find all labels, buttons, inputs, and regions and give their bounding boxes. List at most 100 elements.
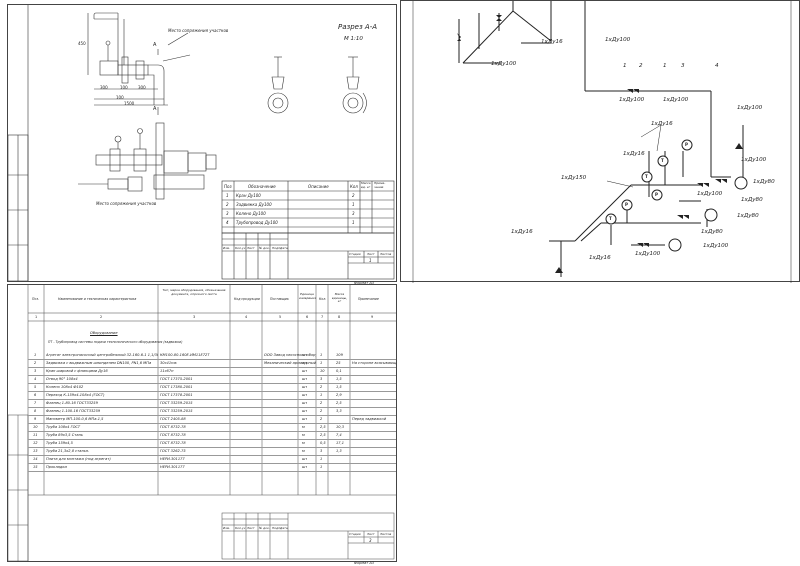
cell-qty: 3 <box>320 377 323 381</box>
table-row: 4 Отвод 90° 108х4 ГОСТ 17375-2001 шт 3 1… <box>28 375 396 384</box>
table-row: 10 Труба 108х4 ГОСТ ГОСТ 8732-78 м 2,5 1… <box>28 423 396 432</box>
spec-qty: 1 <box>352 220 355 225</box>
spec-col-header: Поз <box>224 184 232 189</box>
cell-pos: 15 <box>33 465 38 469</box>
table-row: 7 Фланец 1-80-16 ГОСТ33259 ГОСТ 33259-20… <box>28 399 396 408</box>
pipe-label: 1хДу100 <box>605 37 631 43</box>
cell-mass: 1,5 <box>336 385 342 389</box>
cell-pos: 8 <box>34 409 37 413</box>
cell-pos: 9 <box>34 417 37 421</box>
spec-pos: 4 <box>226 220 229 225</box>
cell-name: Труба 108х4 ГОСТ <box>46 425 81 429</box>
spec-pos: 2 <box>226 202 229 207</box>
cell-name: Труба 159х4,5 <box>46 441 73 445</box>
pipe-label: 1хДу80 <box>737 213 759 219</box>
cell-pos: 11 <box>33 433 38 437</box>
spec-header: Поз. <box>32 297 40 301</box>
spec-qty: 3 <box>352 211 355 216</box>
cell-qty: 1 <box>320 393 323 397</box>
spec-header: Единица измерения <box>299 292 317 300</box>
stamp-label: Подп. <box>272 526 282 530</box>
cell-unit: м <box>302 433 305 437</box>
spec-col-header: Описание <box>308 184 329 189</box>
spec-section-header: Оборудование <box>90 331 118 335</box>
cell-qty: 2 <box>320 417 323 421</box>
gauge-symbol: T <box>645 174 648 179</box>
cell-mass: 1,3 <box>336 449 342 453</box>
col-number: 1 <box>35 315 38 319</box>
stamp-label: Листов <box>380 532 392 536</box>
pipe-label: 1хДу100 <box>635 251 661 257</box>
cut-mark-bottom: А <box>153 106 157 112</box>
table-row: 9 Манометр МП-100-0,6 МПа-1,5 ГОСТ 2405-… <box>28 415 396 424</box>
cell-pos: 12 <box>33 441 38 445</box>
cell-unit: м <box>302 425 305 429</box>
table-row: 2 Задвижка с выдвижным шпинделем DN100, … <box>28 359 396 368</box>
cell-pos: 3 <box>34 369 37 373</box>
col-number: 3 <box>193 315 196 319</box>
cell-mark: ГОСТ 33259-2015 <box>160 409 193 413</box>
dimension-label: 100 <box>120 85 128 90</box>
col-number: 6 <box>306 315 309 319</box>
spec-qty: 1 <box>352 202 355 207</box>
dimension-label: 1500 <box>124 101 135 106</box>
spec-header: Код продукции <box>234 297 260 301</box>
table-row: 11 Труба 89х3,5 Сталь ГОСТ 8732-78 м 2,5… <box>28 431 396 440</box>
cell-mass: 2,9 <box>336 393 342 397</box>
cell-supplier: ООО Завод насосного оборудования <box>264 353 316 357</box>
cell-unit: шт <box>302 353 308 357</box>
cell-mark: 11с67п <box>160 369 174 373</box>
cell-mass: 17,1 <box>336 441 345 445</box>
cell-qty: 3 <box>320 449 323 453</box>
stamp-label: Лист <box>367 252 375 256</box>
spec-pos: 3 <box>226 211 229 216</box>
spec-name: Задвижка Ду100 <box>236 202 272 207</box>
cell-qty: 2,5 <box>320 425 326 429</box>
cell-mark: ГОСТ 8732-78 <box>160 425 186 429</box>
spec-grid <box>8 285 396 561</box>
cut-mark-top: А <box>153 42 157 48</box>
cell-mass: 7,4 <box>336 433 342 437</box>
col-number: 2 <box>100 315 103 319</box>
pipe-label: 1хДу80 <box>701 229 723 235</box>
gauge-symbol: P <box>655 192 658 197</box>
spec-qty: 2 <box>352 193 355 198</box>
gauge-symbol: P <box>625 202 628 207</box>
spec-header: Поставщик <box>270 297 289 301</box>
position-marker: 3 <box>681 63 685 69</box>
col-number: 5 <box>279 315 282 319</box>
cell-mark: ГОСТ 33259-2015 <box>160 401 193 405</box>
cell-qty: 2,5 <box>320 433 326 437</box>
cell-pos: 6 <box>34 393 37 397</box>
cell-unit: шт <box>302 401 308 405</box>
cell-pos: 1 <box>34 353 37 357</box>
table-row: 14 Плита для монтажа (под агрегат) НЕРИ.… <box>28 455 396 464</box>
pipe-label: 1хДу100 <box>737 105 763 111</box>
cell-mark: ГОСТ 17378-2001 <box>160 393 193 397</box>
table-row: 5 Колено 108х4 Ф102 ГОСТ 17380-2001 шт 2… <box>28 383 396 392</box>
pipe-label: 1хДу150 <box>561 175 587 181</box>
cell-unit: шт <box>302 465 308 469</box>
table-row: 1 Агрегат электронасосный центробежный 3… <box>28 351 396 360</box>
cell-pos: 7 <box>34 401 37 405</box>
pipe-label: 1хДу100 <box>491 61 517 67</box>
col-number: 9 <box>371 315 374 319</box>
cell-name: Фланец 1-80-16 ГОСТ33259 <box>46 401 98 405</box>
pipe-label: 1хДу16 <box>589 255 611 261</box>
table-row: 15 Прокладки НЕРИ.301177 шт 1 <box>28 463 396 472</box>
pipe-label: 1хДу16 <box>541 39 563 45</box>
cell-unit: шт <box>302 377 308 381</box>
cell-pos: 14 <box>33 457 38 461</box>
cell-unit: шт <box>302 385 308 389</box>
spec-pos: 1 <box>226 193 229 198</box>
cell-name: Задвижка с выдвижным шпинделем DN100, PN… <box>46 361 152 365</box>
cell-mass: 3,3 <box>336 409 342 413</box>
cell-qty: 0,5 <box>320 441 326 445</box>
gauge-symbol: T <box>609 216 612 221</box>
table-row: 3 Кран шаровой с фланцами Ду16 11с67п шт… <box>28 367 396 376</box>
cell-qty: 1 <box>320 353 323 357</box>
cell-name: Колено 108х4 Ф102 <box>46 385 84 389</box>
sheet-number: 1 <box>369 258 372 263</box>
drawing-sheet-2: 1хДу100 1хДу16 1хДу100 1хДу100 1хДу100 1… <box>400 0 800 283</box>
cell-unit: шт <box>302 361 308 365</box>
